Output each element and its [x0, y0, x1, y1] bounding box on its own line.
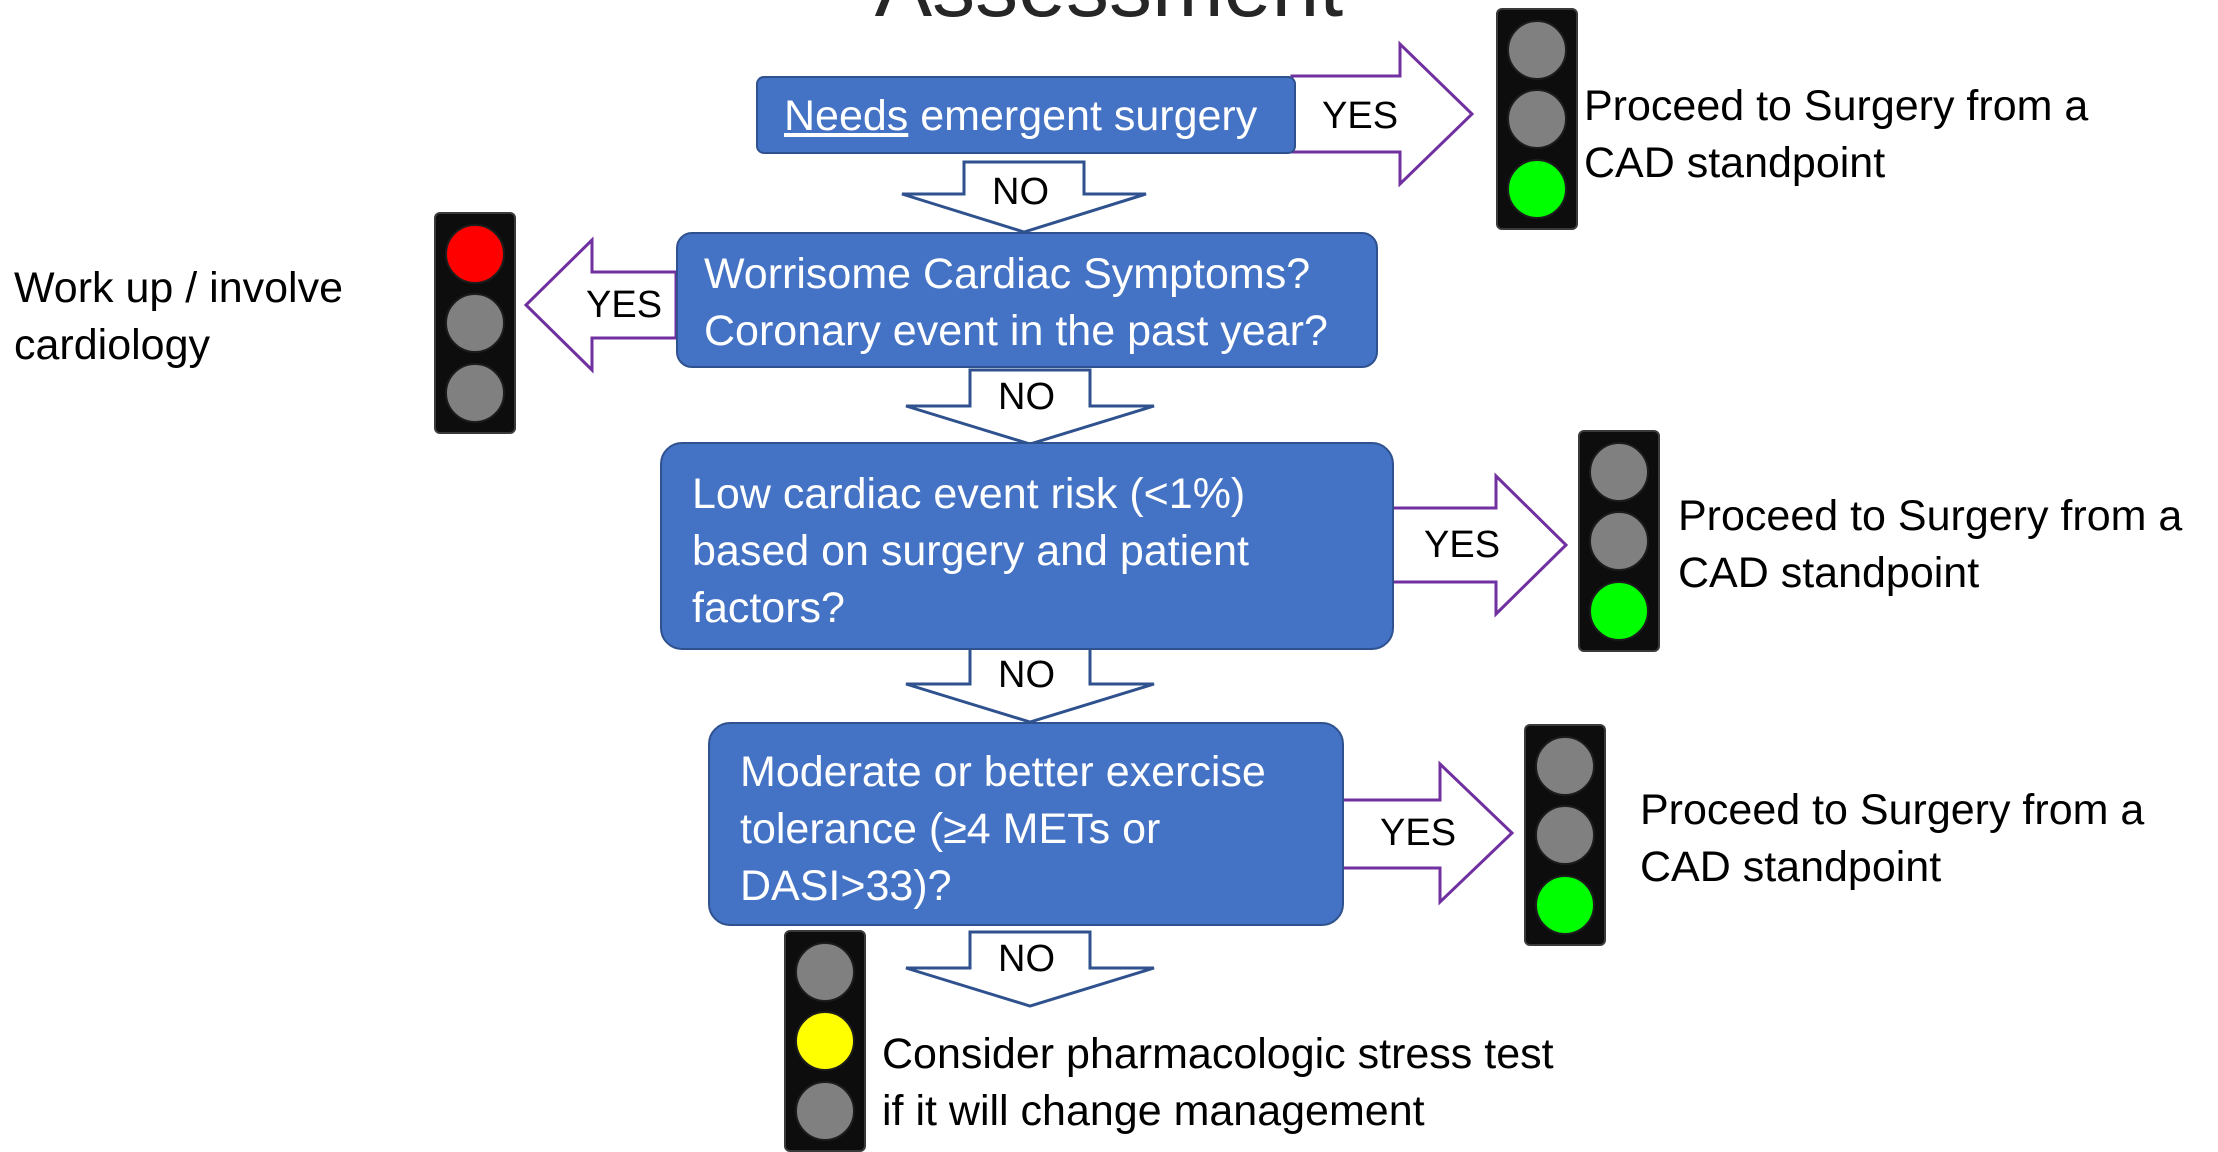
bulb-top	[445, 224, 505, 284]
bulb-bottom	[1589, 581, 1649, 641]
outcome-line: Consider pharmacologic stress test	[882, 1030, 1554, 1078]
no-arrow-2	[905, 368, 1155, 446]
outcome-line: CAD standpoint	[1640, 843, 1942, 891]
decision-text-rest: emergent surgery	[920, 92, 1258, 140]
decision-line: Coronary event in the past year?	[704, 307, 1328, 355]
decision-line: based on surgery and patient	[692, 527, 1250, 575]
traffic-light-green	[1524, 724, 1606, 946]
bulb-bottom	[1507, 159, 1567, 219]
bulb-middle	[445, 293, 505, 353]
no-label: NO	[998, 654, 1055, 696]
no-label: NO	[998, 376, 1055, 418]
traffic-light-green	[1496, 8, 1578, 230]
outcome-line: CAD standpoint	[1584, 139, 1886, 187]
outcome-proceed-surgery: Proceed to Surgery from a CAD standpoint	[1678, 488, 2182, 602]
no-arrow-4	[905, 930, 1155, 1008]
decision-box-cardiac-symptoms: Worrisome Cardiac Symptoms? Coronary eve…	[676, 232, 1378, 368]
bulb-middle	[1535, 805, 1595, 865]
bulb-top	[795, 942, 855, 1002]
yes-label: YES	[1380, 812, 1457, 854]
outcome-involve-cardiology: Work up / involve cardiology	[14, 260, 343, 374]
bulb-middle	[1589, 511, 1649, 571]
traffic-light-red	[434, 212, 516, 434]
outcome-line: CAD standpoint	[1678, 549, 1980, 597]
yes-label: YES	[586, 284, 663, 326]
decision-line: Moderate or better exercise	[740, 748, 1266, 796]
bulb-middle	[1507, 89, 1567, 149]
no-arrow-1	[901, 160, 1147, 234]
yes-arrow-1	[1290, 40, 1475, 188]
traffic-light-yellow	[784, 930, 866, 1152]
outcome-stress-test: Consider pharmacologic stress test if it…	[882, 1026, 1554, 1140]
traffic-light-green	[1578, 430, 1660, 652]
outcome-line: Proceed to Surgery from a	[1678, 492, 2183, 540]
page-title: Assessment	[0, 0, 2218, 30]
bulb-middle	[795, 1011, 855, 1071]
decision-line: Worrisome Cardiac Symptoms?	[704, 250, 1311, 298]
decision-box-exercise-tolerance: Moderate or better exercise tolerance (≥…	[708, 722, 1344, 926]
decision-box-emergent-surgery: Needs emergent surgery	[756, 76, 1296, 154]
decision-text: Needs emergent surgery	[784, 88, 1294, 145]
yes-arrow-2	[523, 236, 678, 374]
outcome-proceed-surgery: Proceed to Surgery from a CAD standpoint	[1640, 782, 2144, 896]
no-label: NO	[998, 938, 1055, 980]
bulb-top	[1535, 736, 1595, 796]
bulb-bottom	[1535, 875, 1595, 935]
yes-label: YES	[1322, 95, 1399, 137]
no-arrow-3	[905, 646, 1155, 724]
yes-label: YES	[1424, 524, 1501, 566]
underlined-word: Needs	[784, 92, 909, 140]
yes-arrow-4	[1340, 760, 1515, 906]
outcome-line: Proceed to Surgery from a	[1584, 82, 2089, 130]
decision-line: tolerance (≥4 METs or	[740, 805, 1161, 853]
yes-arrow-3	[1390, 472, 1569, 618]
bulb-top	[1507, 20, 1567, 80]
bulb-top	[1589, 442, 1649, 502]
decision-line: factors?	[692, 584, 845, 632]
outcome-line: Work up / involve	[14, 264, 344, 312]
bulb-bottom	[795, 1081, 855, 1141]
decision-line: DASI>33)?	[740, 862, 952, 910]
decision-box-low-risk: Low cardiac event risk (<1%) based on su…	[660, 442, 1394, 650]
outcome-proceed-surgery: Proceed to Surgery from a CAD standpoint	[1584, 78, 2088, 192]
outcome-line: Proceed to Surgery from a	[1640, 786, 2145, 834]
outcome-line: cardiology	[14, 321, 210, 369]
decision-line: Low cardiac event risk (<1%)	[692, 470, 1246, 518]
no-label: NO	[992, 171, 1049, 213]
bulb-bottom	[445, 363, 505, 423]
outcome-line: if it will change management	[882, 1087, 1425, 1135]
